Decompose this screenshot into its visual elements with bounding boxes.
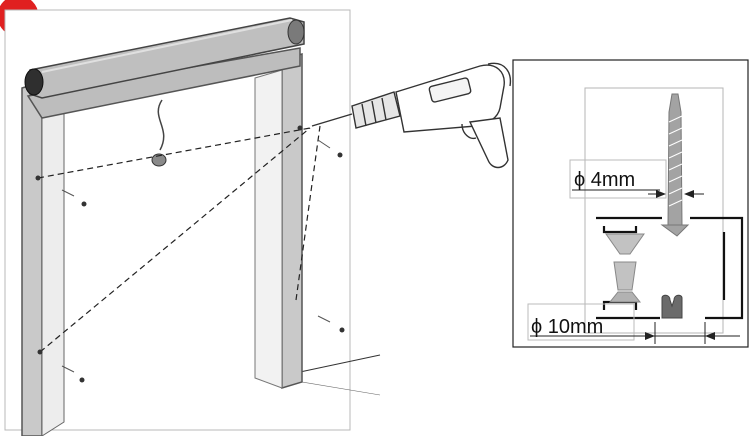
detail-inset: ϕ 4mm ϕ 10mm (512, 59, 749, 348)
drill-guide-lines (37, 125, 321, 353)
pull-cord (151, 99, 167, 167)
anchor-icon (661, 294, 683, 319)
screw-hole-markers (35, 125, 345, 383)
dimension-screw: ϕ 4mm (569, 159, 704, 199)
screw-diameter-label: ϕ 4mm (574, 169, 635, 191)
roller-cassette (24, 17, 305, 99)
anchor-diameter-label: ϕ 10mm (531, 316, 603, 338)
wall-plug-icon (605, 233, 645, 303)
dimension-anchor: ϕ 10mm (527, 303, 740, 344)
roller-screen-frame (21, 47, 303, 436)
power-drill-icon (311, 62, 512, 169)
frame-profile (596, 216, 744, 320)
screw-hole-ticks (61, 139, 331, 373)
screw-icon (660, 93, 690, 237)
